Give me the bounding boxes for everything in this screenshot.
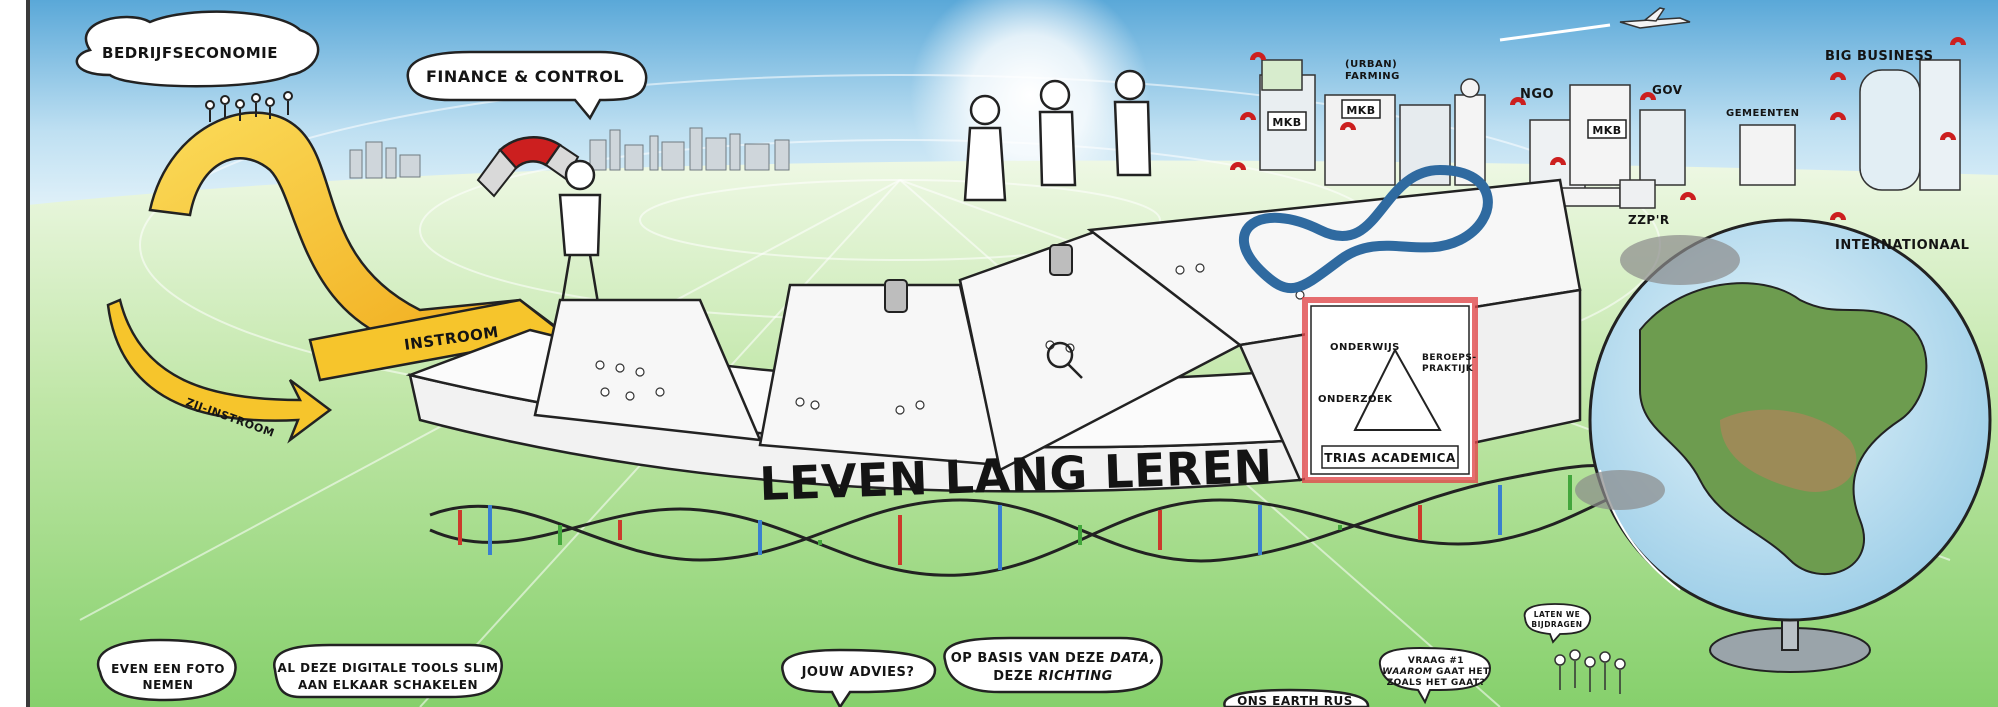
big-business-label: BIG BUSINESS: [1825, 49, 1934, 64]
foto-label-1: EVEN EEN FOTO: [111, 662, 225, 676]
mkb-label-1: MKB: [1272, 116, 1301, 129]
airplane-icon: [1499, 7, 1691, 42]
earth-bubble: ONS EARTH RUS: [1223, 688, 1370, 707]
magnet-markers: [1230, 37, 1966, 220]
zij-instroom-arrow: [106, 298, 333, 444]
foto-label-2: NEMEN: [143, 678, 194, 692]
urban-farming-label-1: (URBAN): [1345, 59, 1397, 70]
advies-label: JOUW ADVIES?: [801, 665, 915, 680]
person-with-magnet: [558, 159, 602, 316]
data-label-2b: RICHTING: [1038, 669, 1113, 684]
vraag-label-3: ZOALS HET GAAT?: [1387, 678, 1486, 688]
vraag-label-1: VRAAG #1: [1408, 656, 1464, 666]
mkb-sign-2: MKB: [1341, 99, 1381, 119]
data-label-2a: DEZE: [993, 669, 1038, 684]
magnifier-icon: [1046, 341, 1083, 379]
foto-bubble: EVEN EEN FOTO NEMEN: [96, 638, 237, 702]
advies-bubble: JOUW ADVIES?: [781, 648, 937, 707]
mkb-sign-1: MKB: [1267, 111, 1307, 131]
data-label-1a: OP BASIS VAN DEZE: [951, 651, 1110, 666]
crowd-on-arch: [205, 91, 293, 122]
globe-icon: [1575, 218, 1992, 673]
internationaal-label: INTERNATIONAAL: [1835, 238, 1969, 253]
vraag-bubble: VRAAG #1 WAAROM GAAT HET ZOALS HET GAAT?: [1378, 646, 1492, 705]
bijdragen-bubble: LATEN WE BIJDRAGEN: [1523, 603, 1591, 644]
trias-beroeps-label-1: BEROEPS-: [1422, 353, 1477, 363]
data-bubble: OP BASIS VAN DEZE DATA, DEZE RICHTING: [943, 636, 1163, 694]
bijdragen-label-1: LATEN WE: [1534, 610, 1581, 619]
climbing-people: [963, 69, 1152, 202]
bottom-crowd: [1554, 649, 1626, 694]
data-barrels: [884, 244, 1073, 313]
trias-academica-title: TRIAS ACADEMICA: [1324, 451, 1456, 465]
urban-farming-label-2: FARMING: [1345, 71, 1400, 82]
infinity-loop-icon: [1238, 164, 1493, 293]
trias-academica-panel: [1302, 297, 1478, 483]
ngo-label: NGO: [1520, 87, 1554, 102]
city-skyline-icon: [349, 127, 790, 179]
mkb-label-2: MKB: [1346, 104, 1375, 117]
finance-control-bubble: FINANCE & CONTROL: [406, 50, 648, 121]
vraag-label-2b: GAAT HET: [1432, 667, 1490, 677]
data-label-line1: OP BASIS VAN DEZE DATA,: [951, 651, 1156, 666]
bijdragen-label-2: BIJDRAGEN: [1531, 620, 1582, 629]
mkb-sign-3: MKB: [1587, 119, 1627, 139]
gemeenten-label: GEMEENTEN: [1726, 108, 1800, 119]
trias-onderzoek-label: ONDERZOEK: [1318, 394, 1393, 405]
bedrijfseconomie-label: BEDRIJFSECONOMIE: [102, 44, 278, 62]
tools-label-1: AL DEZE DIGITALE TOOLS SLIM: [278, 661, 499, 675]
gov-label: GOV: [1652, 83, 1683, 97]
finance-control-label: FINANCE & CONTROL: [426, 67, 624, 86]
bedrijfseconomie-bubble: BEDRIJFSECONOMIE: [75, 10, 320, 88]
data-label-line2: DEZE RICHTING: [993, 669, 1113, 684]
trias-onderwijs-label: ONDERWIJS: [1330, 342, 1400, 353]
zzpr-label: ZZP'R: [1628, 213, 1670, 227]
trias-beroeps-label-2: PRAKTIJK: [1422, 364, 1474, 374]
mkb-label-3: MKB: [1592, 124, 1621, 137]
earth-label: ONS EARTH RUS: [1237, 694, 1353, 707]
vraag-label-2: WAAROM GAAT HET: [1382, 667, 1490, 677]
vraag-label-2a: WAAROM: [1382, 667, 1432, 677]
frame-edge: [26, 0, 30, 707]
tools-bubble: AL DEZE DIGITALE TOOLS SLIM AAN ELKAAR S…: [273, 643, 503, 699]
data-label-1b: DATA,: [1110, 651, 1155, 666]
tools-label-2: AAN ELKAAR SCHAKELEN: [298, 678, 478, 692]
dna-helix-icon: [429, 463, 1631, 577]
